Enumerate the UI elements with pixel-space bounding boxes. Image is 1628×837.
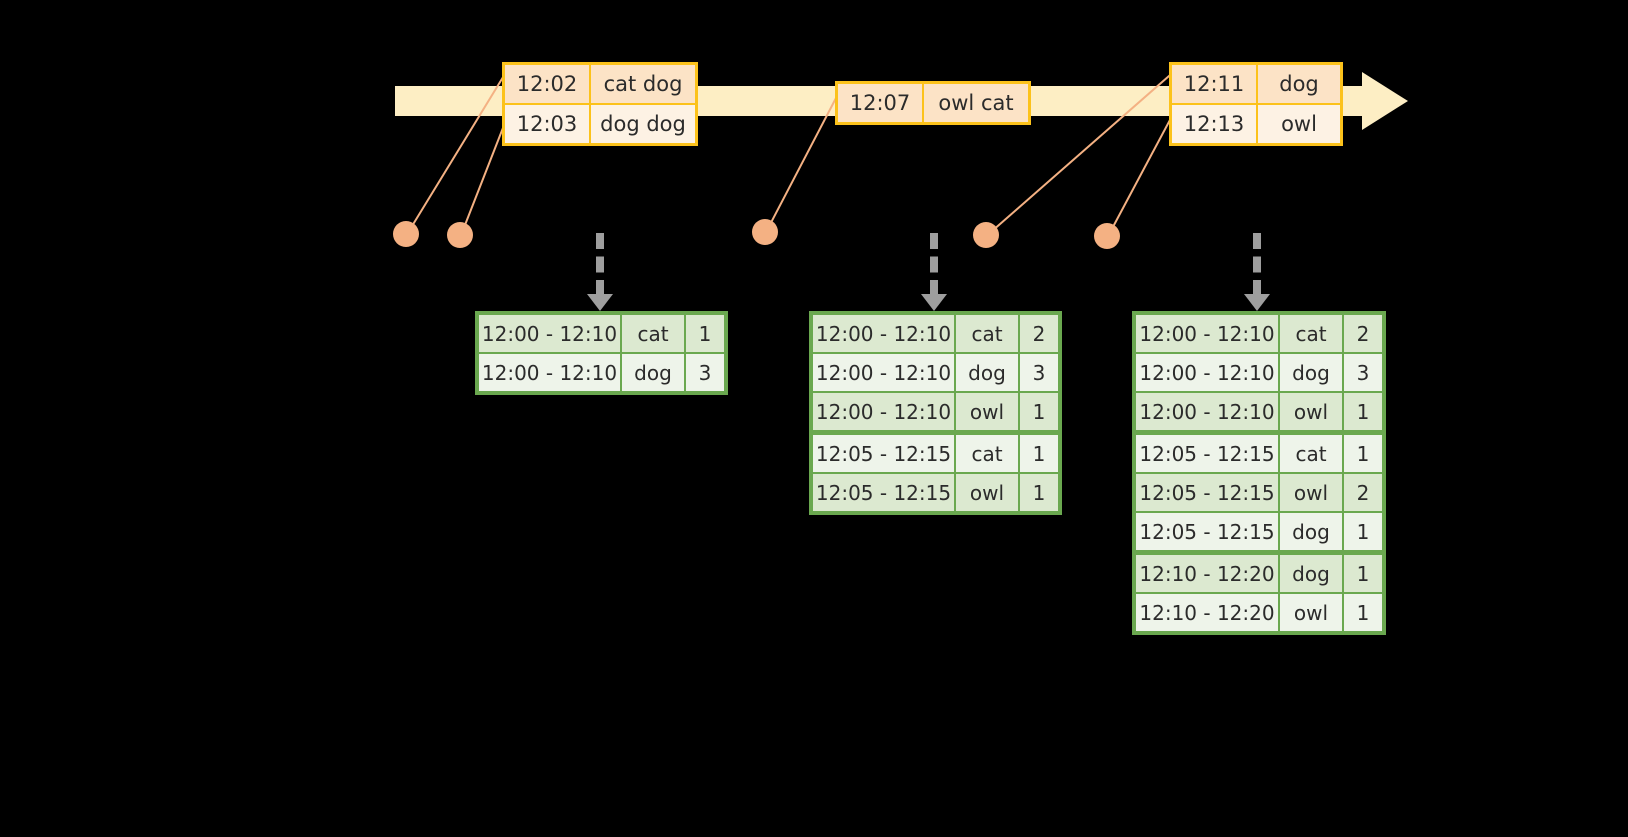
- event-value: owl: [1281, 112, 1317, 136]
- count-cell: 1: [1020, 393, 1058, 430]
- count-cell: 1: [1344, 555, 1382, 592]
- event-time: 12:11: [1172, 65, 1258, 103]
- arrow-stem: [930, 233, 938, 296]
- event-value: dog dog: [600, 112, 686, 136]
- timeline-event-row: 12:03 dog dog: [505, 103, 695, 143]
- key-cell: owl: [956, 474, 1020, 511]
- count-cell: 1: [1344, 594, 1382, 631]
- key-cell: owl: [1280, 474, 1344, 511]
- timeline-arrowhead-icon: [1362, 72, 1408, 130]
- key-cell: cat: [956, 435, 1020, 472]
- dashed-down-arrow-icon: [1244, 233, 1270, 311]
- connector-dot-1: [393, 221, 419, 247]
- window-cell: 12:05 - 12:15: [1136, 435, 1280, 472]
- dashed-down-arrow-icon: [587, 233, 613, 311]
- count-cell: 1: [1020, 435, 1058, 472]
- event-time: 12:03: [505, 105, 591, 143]
- window-cell: 12:05 - 12:15: [813, 474, 956, 511]
- count-cell: 2: [1344, 315, 1382, 352]
- key-cell: dog: [1280, 555, 1344, 592]
- arrow-stem: [596, 233, 604, 296]
- dashed-down-arrow-icon: [921, 233, 947, 311]
- event-value: dog: [1258, 65, 1340, 103]
- window-cell: 12:10 - 12:20: [1136, 555, 1280, 592]
- event-time: 12:13: [1172, 105, 1258, 143]
- count-cell: 2: [1344, 474, 1382, 511]
- window-cell: 12:00 - 12:10: [479, 315, 622, 352]
- window-cell: 12:00 - 12:10: [479, 354, 622, 391]
- connector-dot-4: [973, 222, 999, 248]
- key-cell: cat: [1280, 435, 1344, 472]
- event-value: cat dog: [591, 65, 695, 103]
- count-cell: 1: [1344, 435, 1382, 472]
- key-cell: cat: [622, 315, 686, 352]
- count-cell: 1: [1020, 474, 1058, 511]
- count-cell: 1: [1344, 513, 1382, 550]
- window-cell: 12:10 - 12:20: [1136, 594, 1280, 631]
- window-cell: 12:00 - 12:10: [813, 393, 956, 430]
- window-cell: 12:00 - 12:10: [813, 315, 956, 352]
- arrow-stem: [1253, 233, 1261, 296]
- key-cell: owl: [1280, 393, 1344, 430]
- event-time: 12:02: [505, 65, 591, 103]
- arrow-head: [587, 294, 613, 311]
- event-time: 12:07: [838, 84, 924, 122]
- window-cell: 12:00 - 12:10: [813, 354, 956, 391]
- count-cell: 2: [1020, 315, 1058, 352]
- count-cell: 1: [1344, 393, 1382, 430]
- connector-dot-2: [447, 222, 473, 248]
- count-cell: 3: [686, 354, 724, 391]
- window-cell: 12:05 - 12:15: [1136, 474, 1280, 511]
- timeline-event-row: 12:13 owl: [1172, 103, 1340, 143]
- key-cell: dog: [1280, 513, 1344, 550]
- key-cell: dog: [1280, 354, 1344, 391]
- key-cell: cat: [1280, 315, 1344, 352]
- connector-dot-3: [752, 219, 778, 245]
- connector-dot-5: [1094, 223, 1120, 249]
- window-cell: 12:00 - 12:10: [1136, 393, 1280, 430]
- key-cell: dog: [622, 354, 686, 391]
- count-cell: 3: [1344, 354, 1382, 391]
- arrow-head: [1244, 294, 1270, 311]
- key-cell: dog: [956, 354, 1020, 391]
- key-cell: cat: [956, 315, 1020, 352]
- window-cell: 12:00 - 12:10: [1136, 354, 1280, 391]
- count-cell: 3: [1020, 354, 1058, 391]
- window-cell: 12:05 - 12:15: [1136, 513, 1280, 550]
- window-cell: 12:00 - 12:10: [1136, 315, 1280, 352]
- arrow-head: [921, 294, 947, 311]
- connector-line: [1107, 114, 1174, 237]
- key-cell: owl: [1280, 594, 1344, 631]
- window-cell: 12:05 - 12:15: [813, 435, 956, 472]
- key-cell: owl: [956, 393, 1020, 430]
- event-value: owl cat: [924, 84, 1028, 122]
- count-cell: 1: [686, 315, 724, 352]
